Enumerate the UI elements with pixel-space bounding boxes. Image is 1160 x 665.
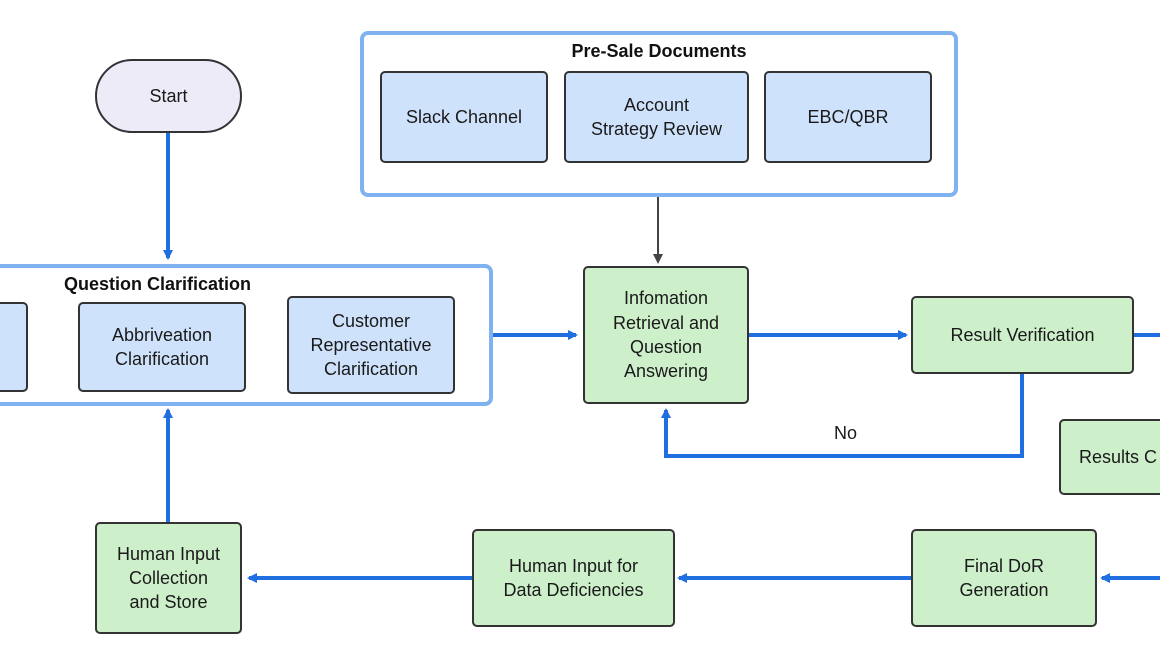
human-input-data-deficiencies-node: Human Input for Data Deficiencies	[472, 529, 675, 627]
start-node: Start	[95, 59, 242, 133]
presale-documents-title: Pre-Sale Documents	[571, 41, 747, 61]
information-retrieval-node: Infomation Retrieval and Question Answer…	[583, 266, 749, 404]
results-node: Results C	[1059, 419, 1160, 495]
ebc-qbr-node: EBC/QBR	[764, 71, 932, 163]
slack-channel-node: Slack Channel	[380, 71, 548, 163]
arrow-no-loop	[661, 372, 1024, 458]
abbreviation-clarification-node: Abbriveation Clarification	[78, 302, 246, 392]
customer-representative-clarification-node: Customer Representative Clarification	[287, 296, 455, 394]
question-clarification-title: Question Clarification	[64, 274, 252, 294]
no-edge-label: No	[834, 423, 858, 443]
result-verification-node: Result Verification	[911, 296, 1134, 374]
final-dor-generation-node: Final DoR Generation	[911, 529, 1097, 627]
human-input-collection-node: Human Input Collection and Store	[95, 522, 242, 634]
account-strategy-review-node: Account Strategy Review	[564, 71, 749, 163]
clarification-partial-node	[0, 302, 28, 392]
